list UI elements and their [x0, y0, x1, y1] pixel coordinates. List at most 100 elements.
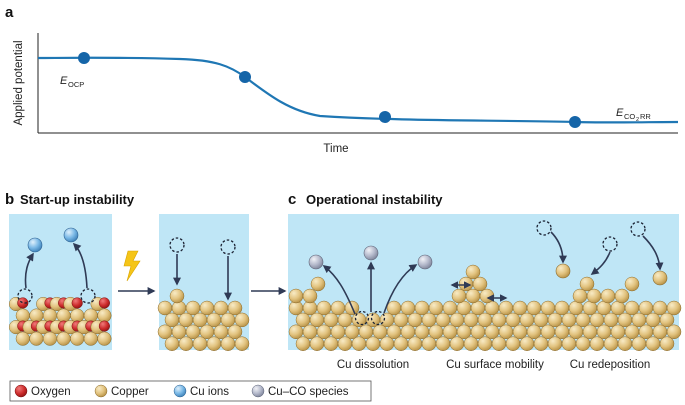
- copper-atom: [70, 308, 85, 323]
- copper-atom: [178, 336, 194, 351]
- copper-atom: [227, 324, 243, 340]
- dissolution-arrow: [24, 252, 34, 289]
- copper-atom: [463, 336, 479, 351]
- copper-atom: [15, 331, 30, 346]
- copper-atom: [561, 312, 577, 328]
- copper-atom: [652, 270, 668, 286]
- copper-atom: [29, 331, 44, 346]
- copper-atom: [472, 276, 488, 292]
- copper-atom: [316, 324, 332, 340]
- copper-atom: [652, 300, 668, 316]
- copper-atom: [533, 312, 549, 328]
- copper-atom: [631, 312, 647, 328]
- copper-atom: [323, 312, 339, 328]
- copper-atom: [421, 336, 437, 351]
- vacancy-site: [602, 236, 618, 252]
- curve-marker: [239, 71, 251, 83]
- copper-atom: [379, 312, 395, 328]
- copper-atom: [171, 300, 187, 316]
- oxygen-atom-icon: [14, 384, 28, 398]
- copper-atom: [638, 300, 654, 316]
- curve-marker: [569, 116, 581, 128]
- copper-atom: [42, 331, 58, 346]
- copper-atom: [435, 336, 451, 351]
- copper-atom: [171, 324, 187, 340]
- panel-a: a Applied potential Time E OCP E CO 2 RR: [5, 4, 679, 155]
- oxygen-atom: [71, 297, 83, 309]
- copper-atom: [666, 324, 682, 340]
- copper-atom: [596, 324, 612, 340]
- copper-atom: [614, 288, 630, 304]
- copper-atom: [302, 324, 318, 340]
- oxygen-atom: [98, 320, 110, 332]
- copper-atom: [344, 324, 360, 340]
- copper-lattice: [288, 264, 682, 351]
- copper-atom: [407, 312, 423, 328]
- copper-atom: [192, 312, 208, 328]
- copper-atom: [561, 336, 577, 351]
- copper-atom: [220, 312, 236, 328]
- copper-atom: [192, 336, 208, 351]
- copper-atom: [295, 336, 311, 351]
- copper-atom: [465, 264, 481, 280]
- vacancy-site: [370, 310, 386, 326]
- copper-atom: [666, 300, 682, 316]
- copper-atom: [309, 336, 325, 351]
- copper-atom: [624, 276, 640, 292]
- copper-atom: [479, 288, 495, 304]
- copper-atom: [178, 312, 194, 328]
- copper-atom: [484, 324, 500, 340]
- cu-ion: [27, 237, 43, 253]
- copper-atom: [295, 312, 311, 328]
- copper-atom: [505, 336, 521, 351]
- copper-atom: [309, 312, 325, 328]
- copper-atom: [540, 324, 556, 340]
- copper-atom: [442, 324, 458, 340]
- copper-atom: [414, 324, 430, 340]
- panel-b-title: Start-up instability: [20, 192, 135, 207]
- copper-atom: [442, 300, 458, 316]
- copper-atom: [575, 336, 591, 351]
- copper-atom: [206, 312, 222, 328]
- copper-atom: [582, 324, 598, 340]
- copper-atom: [365, 336, 381, 351]
- copper-atom: [386, 324, 402, 340]
- copper-atom: [157, 324, 173, 340]
- copper-atom: [624, 324, 640, 340]
- copper-atom: [351, 312, 367, 328]
- copper-atom: [220, 336, 236, 351]
- copper-atom-icon: [94, 384, 108, 398]
- caption-cu-dissolution: Cu dissolution: [337, 359, 409, 371]
- caption-cu-redeposition: Cu redeposition: [570, 359, 651, 371]
- copper-atom: [428, 300, 444, 316]
- redeposition-arrow: [590, 251, 611, 275]
- copper-atom: [645, 336, 661, 351]
- copper-atom: [407, 336, 423, 351]
- copper-atom: [575, 312, 591, 328]
- vacancy-site: [169, 237, 185, 253]
- potential-curve: [37, 56, 679, 124]
- svg-text:CO: CO: [624, 112, 635, 121]
- panel-b: b Start-up instability: [5, 191, 250, 351]
- dissolution-arrow: [72, 242, 88, 289]
- copper-atom: [185, 324, 201, 340]
- panel-c-title: Operational instability: [306, 192, 443, 207]
- oxide-lattice: [8, 296, 112, 346]
- copper-atom: [330, 300, 346, 316]
- x-axis-label: Time: [323, 143, 348, 155]
- copper-atom: [157, 300, 173, 316]
- copper-atom: [337, 312, 353, 328]
- copper-atom: [234, 312, 250, 328]
- copper-atom: [603, 312, 619, 328]
- y-axis-label: Applied potential: [13, 40, 25, 125]
- copper-atom: [610, 324, 626, 340]
- copper-atom: [624, 300, 640, 316]
- copper-atom: [603, 336, 619, 351]
- copper-atom: [302, 288, 318, 304]
- copper-atom: [288, 288, 304, 304]
- legend-label-cu-ions: Cu ions: [190, 386, 229, 398]
- copper-atom: [234, 336, 250, 351]
- copper-atom: [526, 324, 542, 340]
- copper-atom: [185, 300, 201, 316]
- caption-cu-surface-mobility: Cu surface mobility: [446, 359, 544, 371]
